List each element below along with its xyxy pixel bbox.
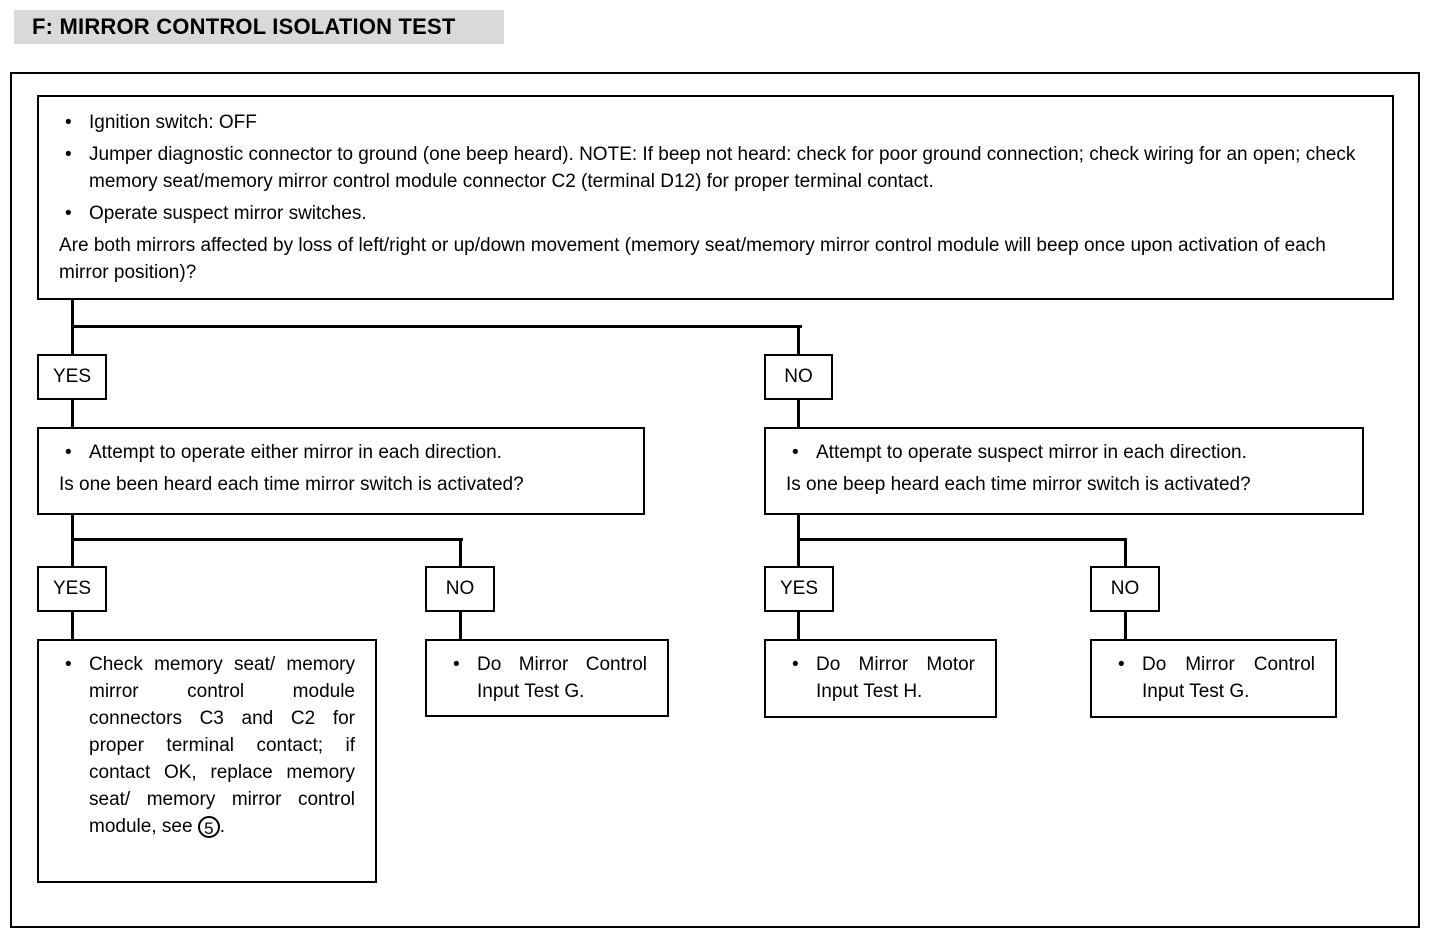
connector-line bbox=[459, 612, 462, 640]
result-test-g-box: Do Mirror Control Input Test G. bbox=[425, 639, 669, 717]
connector-line bbox=[797, 400, 800, 428]
connector-line bbox=[1124, 538, 1127, 567]
top-bullet-3: Operate suspect mirror switches. bbox=[59, 200, 1372, 227]
connector-line bbox=[71, 612, 74, 640]
connector-line bbox=[797, 515, 800, 567]
right-question: Is one beep heard each time mirror switc… bbox=[786, 474, 1251, 495]
left-question: Is one been heard each time mirror switc… bbox=[59, 474, 524, 495]
top-decision-box: Ignition switch: OFF Jumper diagnostic c… bbox=[37, 95, 1394, 300]
left-decision-box: Attempt to operate either mirror in each… bbox=[37, 427, 645, 515]
result-check-text: Check memory seat/ memory mirror control… bbox=[89, 654, 355, 837]
result-test-g-text-2: Do Mirror Control Input Test G. bbox=[1112, 651, 1315, 705]
diagram-frame bbox=[10, 72, 1420, 928]
yes-label: YES bbox=[37, 354, 107, 400]
result-test-g-text: Do Mirror Control Input Test G. bbox=[447, 651, 647, 705]
right-bullet: Attempt to operate suspect mirror in eac… bbox=[786, 439, 1342, 466]
connector-line bbox=[797, 325, 800, 355]
result-test-h-text: Do Mirror Motor Input Test H. bbox=[786, 651, 975, 705]
right-decision-box: Attempt to operate suspect mirror in eac… bbox=[764, 427, 1364, 515]
top-bullet-2: Jumper diagnostic connector to ground (o… bbox=[59, 141, 1372, 195]
no-label: NO bbox=[764, 354, 833, 400]
connector-line bbox=[71, 515, 74, 567]
connector-line bbox=[71, 325, 802, 328]
connector-line bbox=[797, 612, 800, 640]
result-check-connectors-box: Check memory seat/ memory mirror control… bbox=[37, 639, 377, 883]
top-question: Are both mirrors affected by loss of lef… bbox=[59, 235, 1326, 283]
connector-line bbox=[1124, 612, 1127, 640]
connector-line bbox=[71, 400, 74, 428]
connector-line bbox=[71, 538, 463, 541]
result-check-end: . bbox=[219, 816, 226, 837]
no-label: NO bbox=[1090, 566, 1160, 612]
connector-line bbox=[797, 538, 1127, 541]
top-bullet-1: Ignition switch: OFF bbox=[59, 109, 1372, 136]
result-test-g-box-2: Do Mirror Control Input Test G. bbox=[1090, 639, 1337, 718]
connector-line bbox=[459, 538, 462, 567]
left-bullet: Attempt to operate either mirror in each… bbox=[59, 439, 623, 466]
yes-label: YES bbox=[764, 566, 834, 612]
reference-5-icon: 5 bbox=[197, 815, 220, 838]
no-label: NO bbox=[425, 566, 495, 612]
page-title: F: MIRROR CONTROL ISOLATION TEST bbox=[14, 10, 504, 44]
yes-label: YES bbox=[37, 566, 107, 612]
result-test-h-box: Do Mirror Motor Input Test H. bbox=[764, 639, 997, 718]
